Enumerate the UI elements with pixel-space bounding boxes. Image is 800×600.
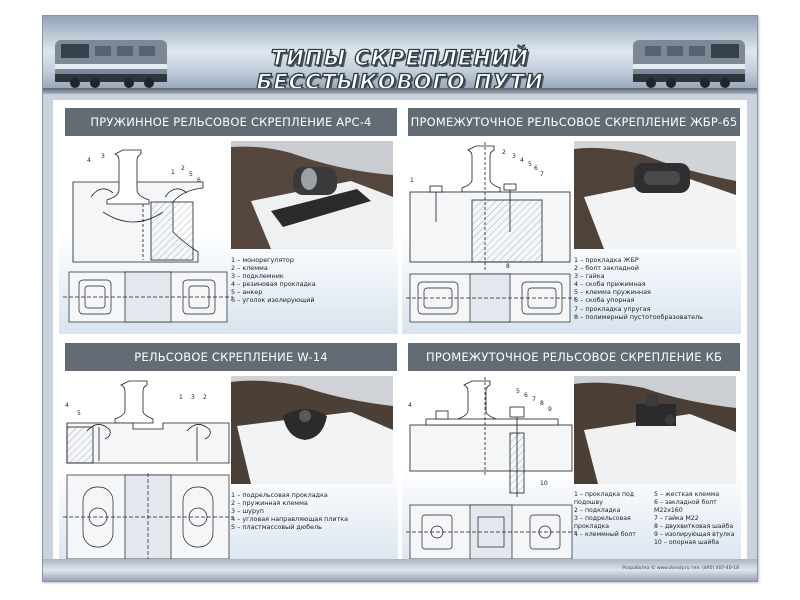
legend-item: 2 – болт закладной	[574, 264, 639, 273]
callout-label: 5	[189, 171, 193, 178]
callout-label: 3	[101, 153, 105, 160]
left-locomotive-image	[55, 40, 167, 88]
legend-item: 10 – опорная шайба	[654, 539, 720, 546]
callout-label: 2	[502, 149, 506, 156]
panel-ars-4: ПРУЖИННОЕ РЕЛЬСОВОЕ СКРЕПЛЕНИЕ АРС-4	[59, 108, 398, 334]
zhbr-65-technical-drawing: 1 2 3 4 5 6 7 8	[406, 142, 576, 323]
legend-item: 5 – анкер	[231, 288, 263, 297]
legend-item: 5 – пластмассовый дюбель	[231, 523, 322, 532]
legend-item: 9 – изолирующая втулка	[654, 531, 735, 538]
callout-label: 6	[534, 165, 538, 172]
callout-label: 3	[191, 394, 195, 401]
poster-header: ТИПЫ СКРЕПЛЕНИЙ БЕССТЫКОВОГО ПУТИ	[43, 16, 757, 94]
legend-item: 4 – угловая направляющая плитка	[231, 515, 349, 524]
legend-list: 1 – подрельсовая прокладка 2 – пружинная…	[231, 491, 396, 531]
panel-heading: ПРУЖИННОЕ РЕЛЬСОВОЕ СКРЕПЛЕНИЕ АРС-4	[65, 108, 397, 136]
panel-zhbr-65: ПРОМЕЖУТОЧНОЕ РЕЛЬСОВОЕ СКРЕПЛЕНИЕ ЖБР-6…	[402, 108, 741, 334]
panel-w-14: РЕЛЬСОВОЕ СКРЕПЛЕНИЕ W-14	[59, 343, 398, 569]
callout-label: 2	[181, 165, 185, 172]
legend-list: 1 – прокладка под подошву 2 – подкладка …	[574, 491, 740, 547]
callout-label: 3	[512, 153, 516, 160]
callout-label: 1	[410, 177, 414, 184]
callout-label: 4	[87, 157, 91, 164]
callout-label: 5	[528, 161, 532, 168]
legend-item: 8 – двухвитковая шайба	[654, 523, 734, 530]
kb-technical-drawing: 4 5 6 7 8 9 10	[406, 377, 576, 560]
w-14-photo	[231, 376, 393, 484]
callout-label: 8	[540, 400, 544, 407]
legend-item: подошву	[574, 499, 603, 506]
callout-label: 6	[197, 177, 201, 184]
callout-label: 6	[524, 392, 528, 399]
w-14-technical-drawing: 4 5 1 3 2	[63, 380, 233, 561]
footer-credits: Разработка © www.stendy.ru тел. (495) 40…	[622, 566, 739, 571]
kb-photo	[574, 376, 736, 484]
panel-kb: ПРОМЕЖУТОЧНОЕ РЕЛЬСОВОЕ СКРЕПЛЕНИЕ КБ	[402, 343, 741, 569]
callout-label: 5	[516, 388, 520, 395]
legend-item: 2 – пружинная клемма	[231, 499, 308, 508]
callout-label: 4	[65, 402, 69, 409]
poster-content: ПРУЖИННОЕ РЕЛЬСОВОЕ СКРЕПЛЕНИЕ АРС-4	[53, 100, 747, 576]
callout-label: 7	[532, 396, 536, 403]
legend-column-left: 1 – прокладка под подошву 2 – подкладка …	[574, 491, 652, 547]
legend-item: 2 – клемма	[231, 264, 268, 273]
poster-title: ТИПЫ СКРЕПЛЕНИЙ БЕССТЫКОВОГО ПУТИ	[256, 45, 544, 94]
legend-item: 7 – прокладка упругая	[574, 304, 651, 313]
poster-board: ТИПЫ СКРЕПЛЕНИЙ БЕССТЫКОВОГО ПУТИ ПРУЖИН…	[42, 15, 758, 582]
legend-item: 6 – закладной болт М22х160	[654, 499, 717, 514]
callout-label: 10	[540, 480, 548, 487]
panel-heading: РЕЛЬСОВОЕ СКРЕПЛЕНИЕ W-14	[65, 343, 397, 371]
callout-label: 1	[171, 169, 175, 176]
callout-label: 5	[77, 410, 81, 417]
callout-label: 4	[520, 157, 524, 164]
legend-item: 2 – подкладка	[574, 507, 621, 514]
panel-heading: ПРОМЕЖУТОЧНОЕ РЕЛЬСОВОЕ СКРЕПЛЕНИЕ КБ	[408, 343, 740, 371]
legend-item: 1 – прокладка ЖБР	[574, 256, 639, 264]
poster-footer: Разработка © www.stendy.ru тел. (495) 40…	[43, 559, 757, 581]
header-rail-stripe	[43, 88, 757, 94]
panel-heading: ПРОМЕЖУТОЧНОЕ РЕЛЬСОВОЕ СКРЕПЛЕНИЕ ЖБР-6…	[408, 108, 740, 136]
legend-item: 1 – монорегулятор	[231, 256, 294, 264]
legend-item: 3 – подклемник	[231, 272, 284, 281]
legend-item: 4 – резиновая прокладка	[231, 280, 316, 289]
legend-item: 4 – клеммный болт	[574, 531, 636, 538]
legend-item: 3 – гайка	[574, 272, 605, 281]
legend-item: 6 – скоба упорная	[574, 296, 635, 305]
legend-item: 3 – подрельсовая	[574, 515, 631, 522]
legend-item: 1 – подрельсовая прокладка	[231, 491, 328, 499]
callout-label: 1	[179, 394, 183, 401]
legend-list: 1 – монорегулятор 2 – клемма 3 – подклем…	[231, 256, 396, 305]
legend-item: 7 – гайка М22	[654, 515, 699, 522]
legend-item: 4 – скоба прижимная	[574, 280, 646, 289]
callout-label: 8	[506, 263, 510, 270]
ars-4-photo	[231, 141, 393, 249]
callout-label: 4	[408, 402, 412, 409]
zhbr-65-photo	[574, 141, 736, 249]
legend-column-right: 5 – жесткая клемма 6 – закладной болт М2…	[654, 491, 741, 547]
legend-item: 8 – полимерный пустотообразователь	[574, 312, 703, 321]
right-locomotive-image	[633, 40, 745, 88]
legend-item: 5 – клемма пружинная	[574, 288, 651, 297]
legend-item: 6 – уголок изолирующий	[231, 296, 315, 305]
legend-item: 5 – жесткая клемма	[654, 491, 720, 498]
callout-label: 9	[548, 406, 552, 413]
ars-4-technical-drawing: 4 3 1 2 5 6	[63, 149, 233, 323]
callout-label: 2	[203, 394, 207, 401]
legend-item: прокладка	[574, 523, 610, 530]
legend-item: 1 – прокладка под	[574, 491, 635, 498]
legend-list: 1 – прокладка ЖБР 2 – болт закладной 3 –…	[574, 256, 739, 321]
legend-item: 3 – шуруп	[231, 507, 264, 516]
callout-label: 7	[540, 171, 544, 178]
